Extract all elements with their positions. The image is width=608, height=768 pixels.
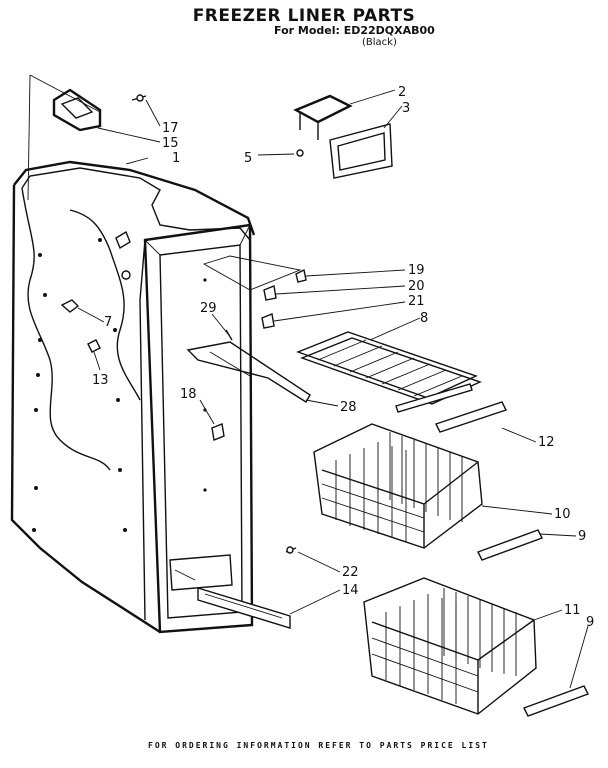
callout-2: 2	[398, 85, 406, 100]
freezer-liner-drawing	[10, 160, 311, 634]
callout-3: 3	[402, 101, 410, 116]
lower-basket-drawing	[363, 577, 589, 717]
callout-9-upper: 9	[578, 529, 586, 544]
callout-29: 29	[200, 301, 217, 316]
callout-8: 8	[420, 311, 428, 326]
hinge-bracket-drawing	[27, 74, 147, 201]
color-variant: (Black)	[362, 37, 397, 48]
clip-set-drawing	[202, 255, 307, 329]
callout-14: 15	[162, 136, 179, 151]
callout-17: 14	[342, 583, 359, 598]
callout-22: 21	[408, 294, 425, 309]
callout-20: 19	[408, 263, 425, 278]
callout-labels: 2 3 5 1 17 15 19 20 21 8 29 7 13 28 18 1…	[92, 85, 594, 630]
callout-15: 17	[162, 121, 179, 136]
leader-lines	[77, 89, 589, 689]
callout-13: 13	[92, 373, 109, 388]
callout-19: 18	[180, 387, 197, 402]
callout-11: 11	[564, 603, 581, 618]
page-title: FREEZER LINER PARTS	[192, 6, 416, 26]
callout-9-lower: 9	[586, 615, 594, 630]
callout-5: 5	[244, 151, 252, 166]
callout-18: 22	[342, 565, 359, 580]
wire-shelf-drawing	[296, 331, 482, 413]
shelf-trim-drawing	[435, 401, 507, 433]
callout-21: 20	[408, 279, 425, 294]
callout-10: 10	[554, 507, 571, 522]
callout-28: 28	[340, 400, 357, 415]
damper-assembly-drawing	[293, 94, 393, 179]
model-number: For Model: ED22DQXAB00	[274, 24, 435, 37]
ordering-note: FOR ORDERING INFORMATION REFER TO PARTS …	[148, 741, 489, 750]
callout-7: 7	[104, 315, 112, 330]
callout-1: 1	[172, 151, 180, 166]
upper-basket-drawing	[313, 423, 543, 561]
callout-12: 12	[538, 435, 555, 450]
